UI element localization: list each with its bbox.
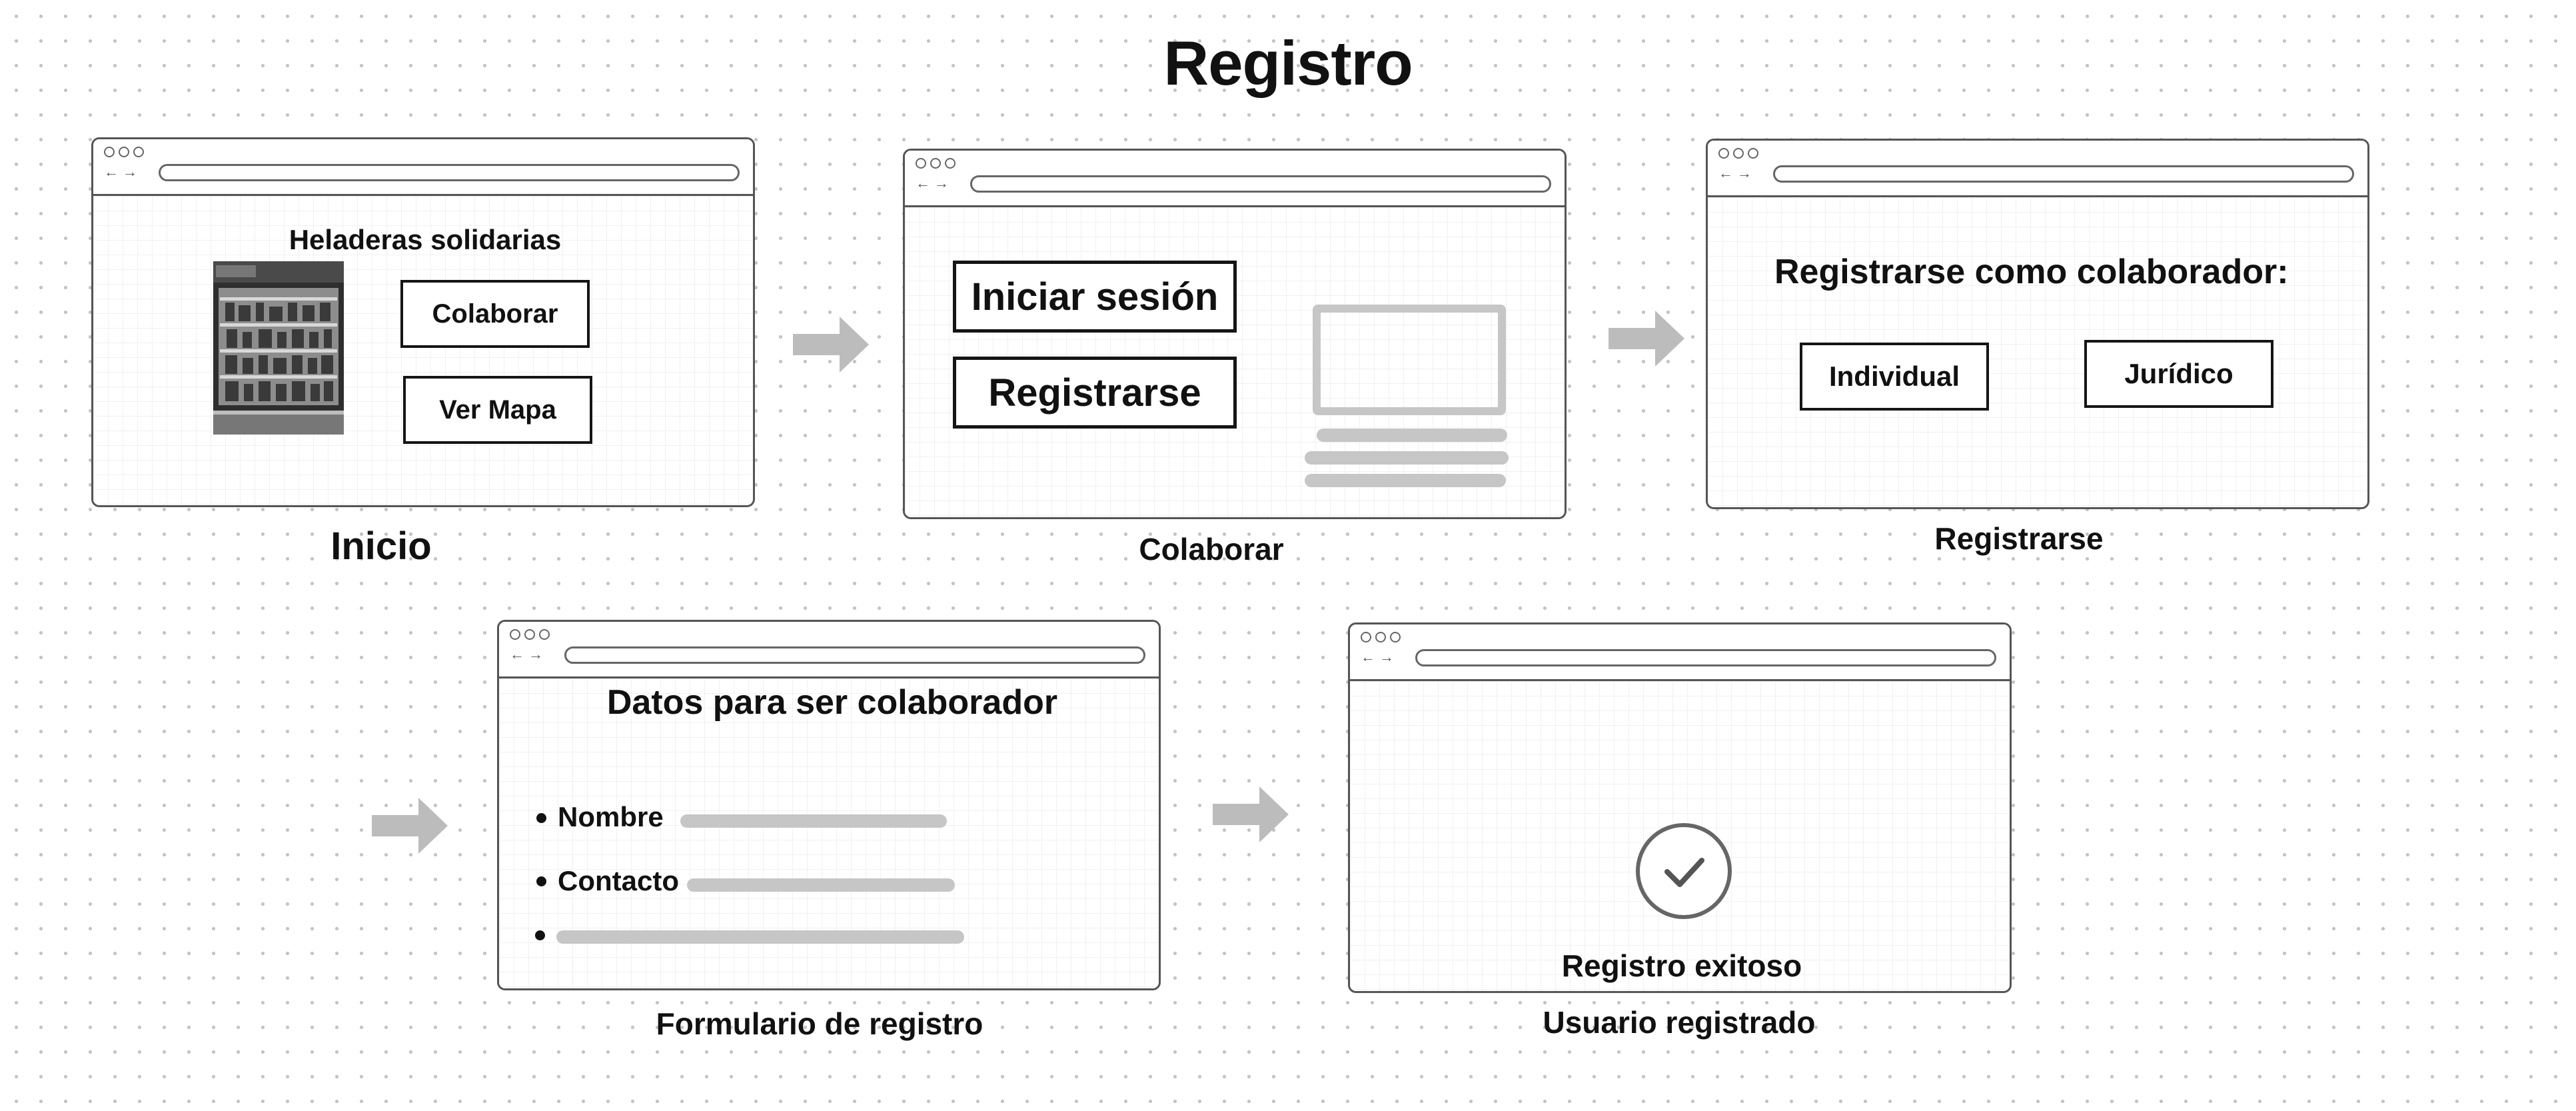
- window-controls: [1361, 632, 1405, 642]
- window-body: Heladeras solidarias: [93, 196, 753, 505]
- browser-chrome: ←→: [93, 139, 753, 196]
- right-arrow-icon: [372, 798, 448, 854]
- formulario-heading: Datos para ser colaborador: [606, 683, 1058, 722]
- window-controls: [104, 147, 148, 157]
- browser-chrome: ←→: [905, 151, 1565, 207]
- address-bar: [970, 175, 1551, 193]
- image-placeholder-icon: [1313, 305, 1506, 415]
- window-controls: [510, 629, 554, 640]
- field-placeholder[interactable]: [550, 989, 964, 990]
- inicio-heading: Heladeras solidarias: [289, 224, 562, 255]
- registro-exitoso-message: Registro exitoso: [1561, 948, 1802, 983]
- browser-window-exito: ←→ Registro exitoso: [1348, 622, 2012, 993]
- right-arrow-icon: [793, 317, 869, 373]
- right-arrow-icon: [1213, 786, 1289, 842]
- browser-window-inicio: ←→ Heladeras solidarias: [91, 137, 755, 507]
- back-forward-icon: ←→: [1718, 165, 1756, 181]
- window-body: Registrarse como colaborador: Individual…: [1708, 197, 2367, 507]
- juridico-button[interactable]: Jurídico: [2084, 340, 2273, 408]
- text-placeholder-line: [1317, 429, 1507, 442]
- caption-inicio: Inicio: [330, 525, 432, 568]
- iniciar-sesion-button[interactable]: Iniciar sesión: [953, 261, 1237, 333]
- nombre-input-placeholder[interactable]: [680, 814, 947, 828]
- back-forward-icon: ←→: [104, 163, 141, 180]
- list-bullet: [536, 876, 546, 886]
- list-bullet: [535, 930, 545, 940]
- browser-window-registrarse: ←→ Registrarse como colaborador: Individ…: [1706, 139, 2369, 509]
- registrarse-button[interactable]: Registrarse: [953, 357, 1237, 429]
- caption-registrarse: Registrarse: [1934, 521, 2104, 556]
- browser-window-formulario: ←→ Datos para ser colaborador Nombre Con…: [497, 620, 1161, 990]
- address-bar: [1415, 649, 1996, 666]
- caption-usuario-registrado: Usuario registrado: [1543, 1005, 1816, 1040]
- list-bullet: [535, 989, 545, 990]
- window-body: Datos para ser colaborador Nombre Contac…: [499, 678, 1159, 988]
- address-bar: [1773, 165, 2354, 183]
- list-bullet: [536, 813, 546, 823]
- caption-colaborar: Colaborar: [1139, 532, 1284, 566]
- registrarse-heading: Registrarse como colaborador:: [1774, 253, 2289, 291]
- field-placeholder[interactable]: [556, 930, 964, 944]
- right-arrow-icon: [1609, 311, 1684, 367]
- back-forward-icon: ←→: [916, 175, 953, 191]
- text-placeholder-line: [1305, 474, 1506, 487]
- browser-chrome: ←→: [1350, 624, 2010, 681]
- address-bar: [159, 164, 740, 181]
- address-bar: [564, 646, 1145, 664]
- field-label-nombre: Nombre: [558, 801, 664, 832]
- caption-formulario: Formulario de registro: [656, 1006, 983, 1041]
- contacto-input-placeholder[interactable]: [687, 878, 955, 892]
- field-label-contacto: Contacto: [558, 865, 679, 896]
- individual-button[interactable]: Individual: [1800, 343, 1989, 411]
- browser-chrome: ←→: [1708, 141, 2367, 197]
- ver-mapa-button[interactable]: Ver Mapa: [403, 376, 592, 444]
- browser-window-colaborar: ←→ Iniciar sesión Registrarse: [903, 149, 1567, 519]
- back-forward-icon: ←→: [1361, 648, 1398, 665]
- check-circle-icon: [1636, 823, 1732, 919]
- back-forward-icon: ←→: [510, 646, 547, 662]
- fridge-illustration: [213, 261, 344, 435]
- window-controls: [1718, 148, 1762, 159]
- browser-chrome: ←→: [499, 622, 1159, 678]
- window-body: Registro exitoso: [1350, 681, 2010, 991]
- text-placeholder-line: [1305, 451, 1509, 465]
- colaborar-button[interactable]: Colaborar: [400, 280, 590, 348]
- window-body: Iniciar sesión Registrarse: [905, 207, 1565, 517]
- page-title: Registro: [1163, 28, 1413, 98]
- window-controls: [916, 158, 960, 169]
